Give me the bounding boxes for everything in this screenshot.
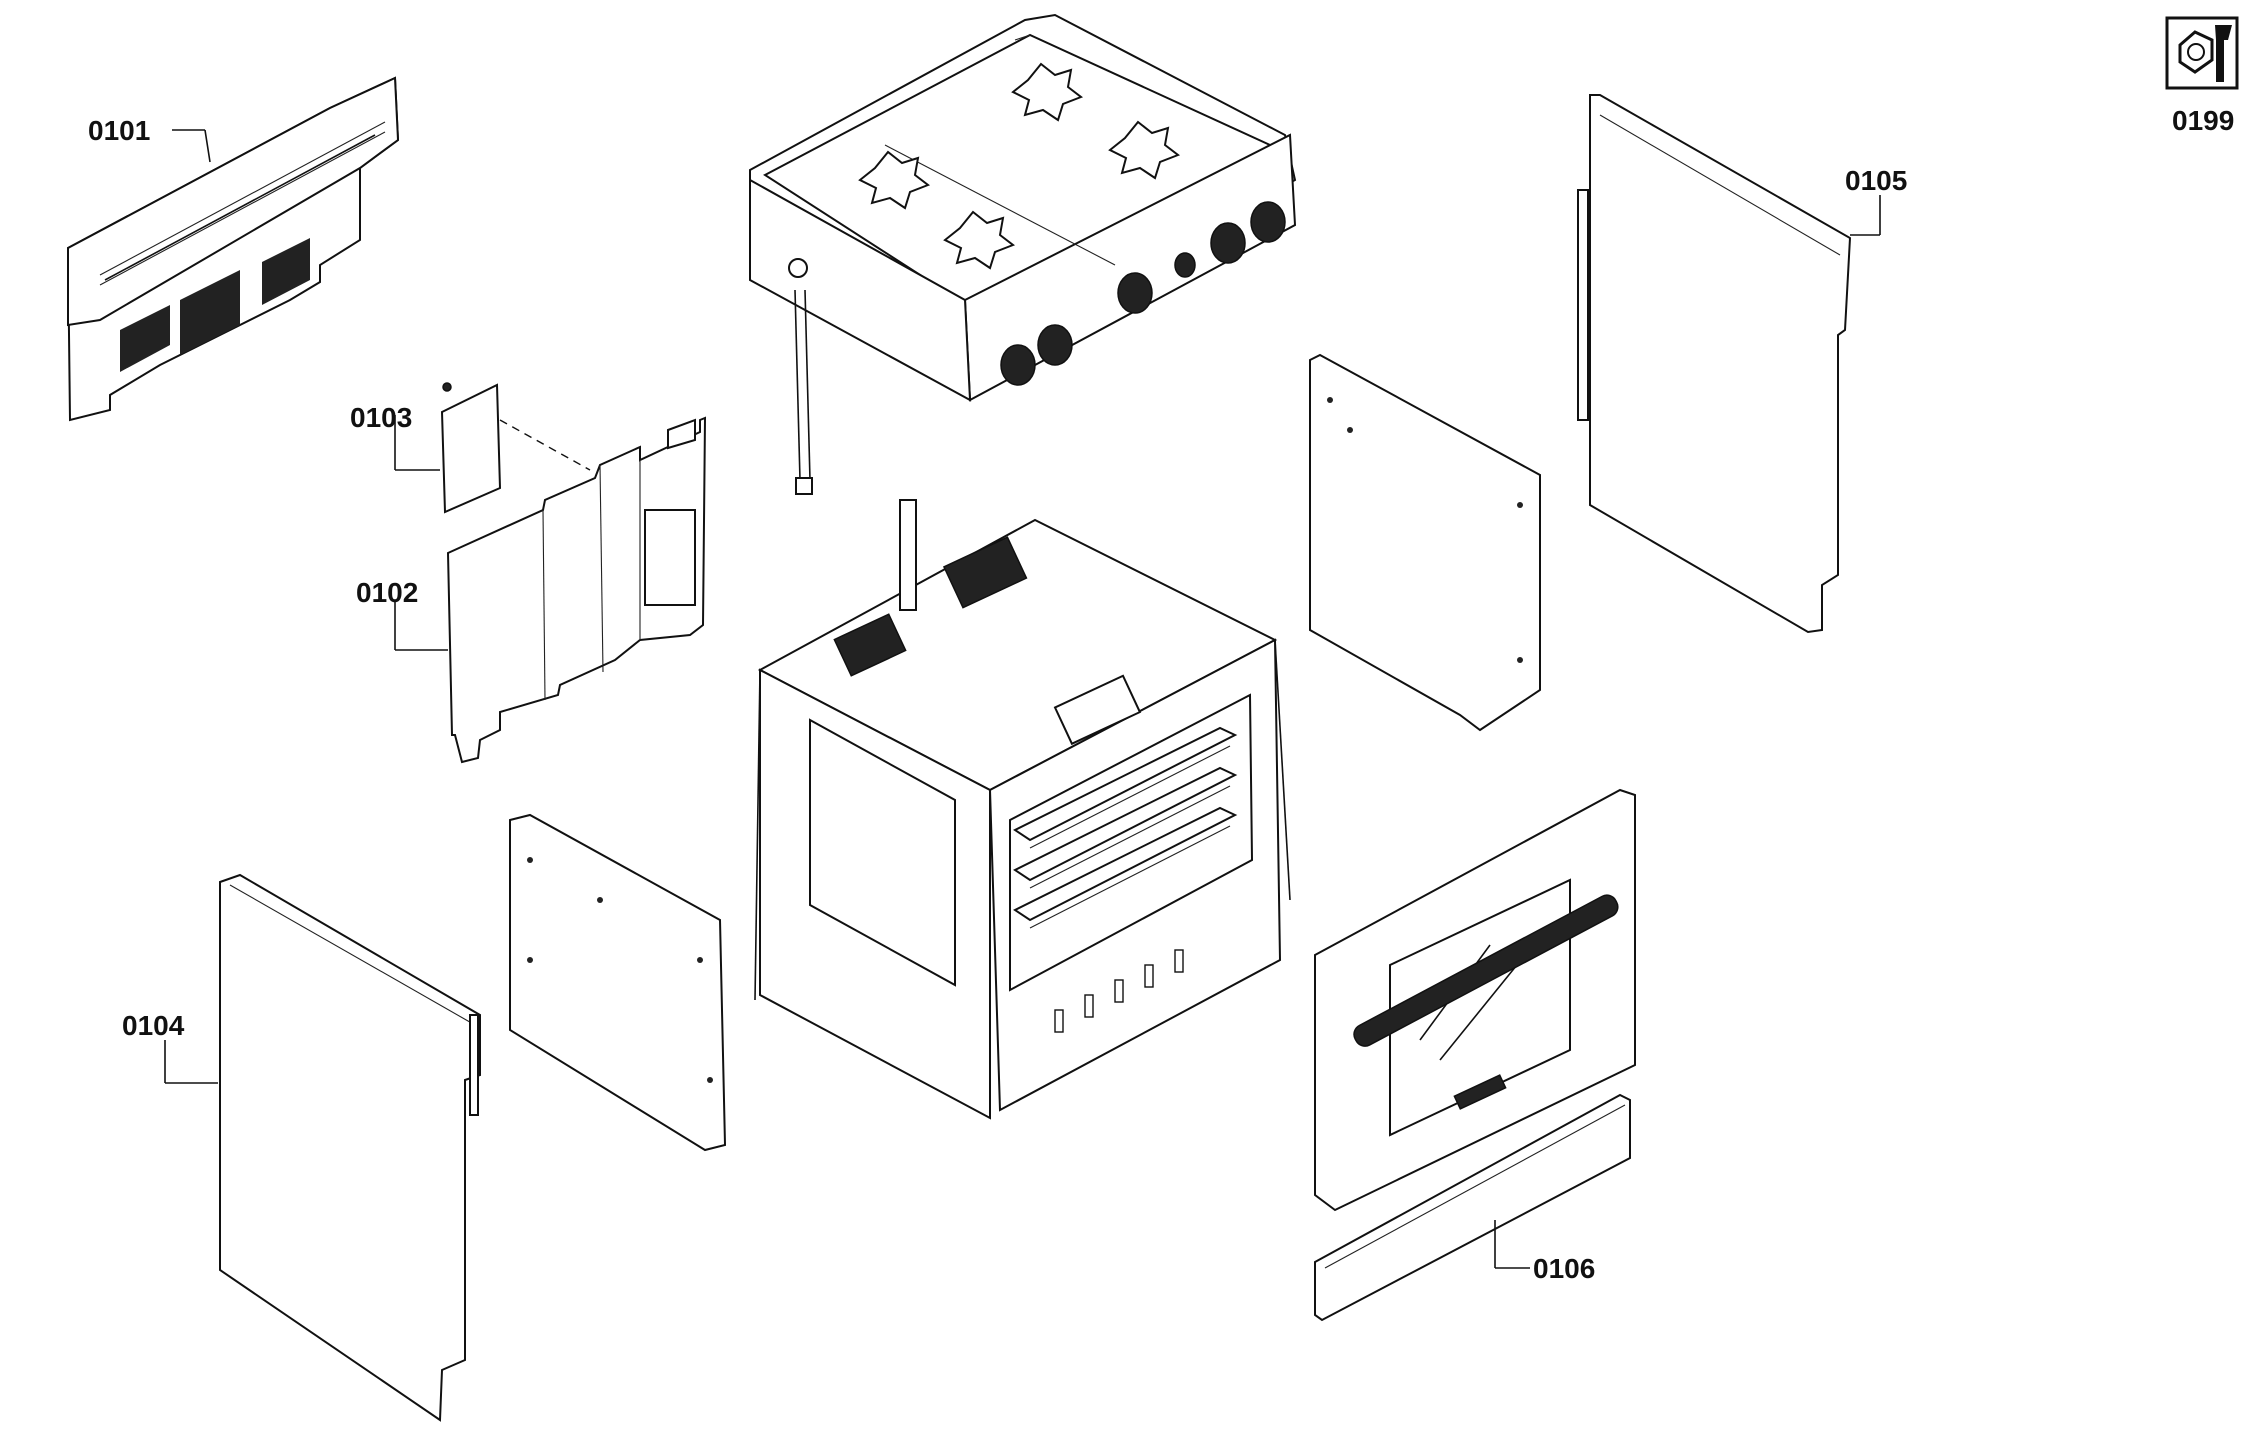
part-0106-kick-plate [1314,1093,1631,1322]
label-0199: 0199 [2172,105,2234,136]
callout-0106: 0106 [1494,1220,1595,1284]
callout-0103: 0103 [350,402,440,471]
cooktop-assembly [749,13,1297,495]
inner-right-panel [1309,353,1541,732]
callout-0101: 0101 [88,115,211,163]
wrench-nut-icon [2165,16,2239,90]
oven-door [1314,788,1636,1212]
label-0105: 0105 [1845,165,1907,196]
part-0102-heat-shield [446,416,707,764]
callout-0102: 0102 [356,577,448,651]
oven-racks [1013,726,1238,929]
part-0105-right-side-panel [1577,94,1852,634]
burner-grates [858,62,1181,270]
label-0103: 0103 [350,402,412,433]
label-0101: 0101 [88,115,150,146]
callout-0105: 0105 [1845,165,1907,236]
part-0104-left-side-panel [219,873,481,1422]
inner-left-panel [509,813,727,1152]
label-0104: 0104 [122,1010,185,1041]
callout-0104: 0104 [122,1010,218,1084]
part-0103-bracket [440,382,591,514]
convection-motors [833,499,1142,746]
oven-cavity-assembly [754,499,1291,1120]
part-0101-back-panel [66,76,400,422]
label-0106: 0106 [1533,1253,1595,1284]
label-0102: 0102 [356,577,418,608]
control-knobs [1000,201,1286,386]
